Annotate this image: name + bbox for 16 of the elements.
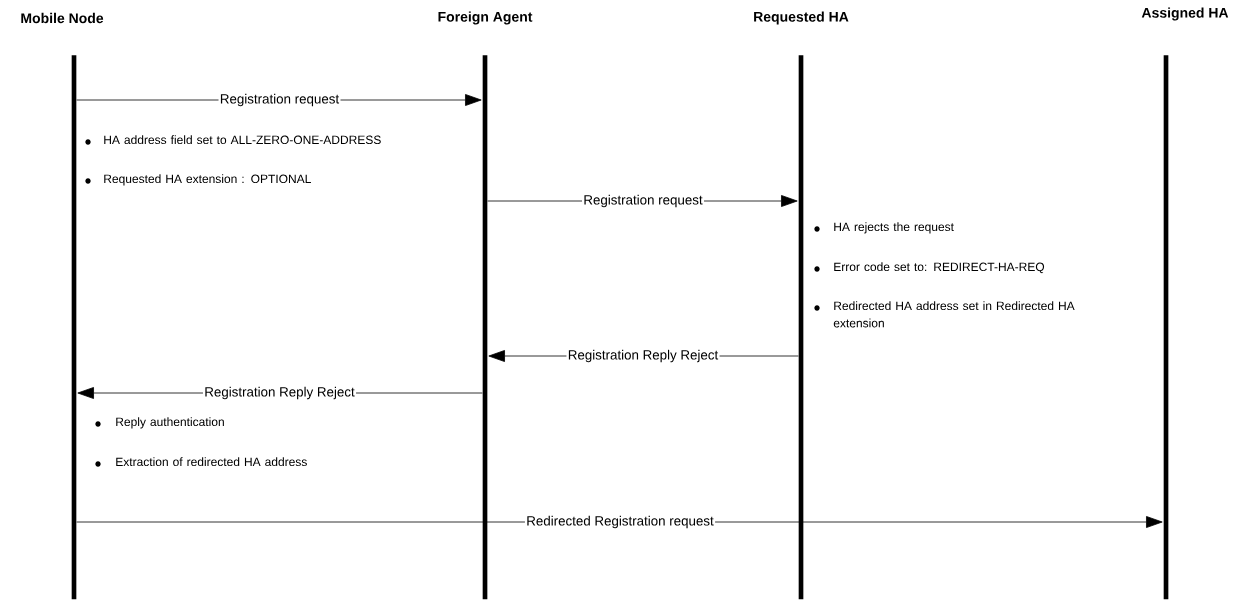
bullet-note: HA rejects the request xyxy=(814,222,954,234)
bullet-note: Redirected HA address set in Redirected HA extension xyxy=(814,301,1075,328)
lifeline-header: Foreign Agent xyxy=(438,11,533,25)
lifeline-header: Mobile Node xyxy=(21,12,104,24)
edge-label: Registration request xyxy=(218,92,341,108)
lifeline-header: Assigned HA xyxy=(1141,7,1229,21)
bullet-note: Requested HA extension : OPTIONAL xyxy=(85,174,311,186)
edge-label: Registration Reply Reject xyxy=(202,385,357,401)
lifeline-header: Requested HA xyxy=(754,11,849,25)
bullet-note: Error code set to: REDIRECT-HA-REQ xyxy=(814,262,1045,274)
edge-label: Redirected Registration request xyxy=(524,514,716,530)
edge-label: Registration request xyxy=(582,193,704,209)
bullet-note: HA address field set to ALL-ZERO-ONE-ADDRESS xyxy=(85,135,381,145)
bullet-note: Extraction of redirected HA address xyxy=(95,457,307,467)
bullet-note: Reply authentication xyxy=(95,417,224,429)
edge-label: Registration Reply Reject xyxy=(566,348,720,364)
